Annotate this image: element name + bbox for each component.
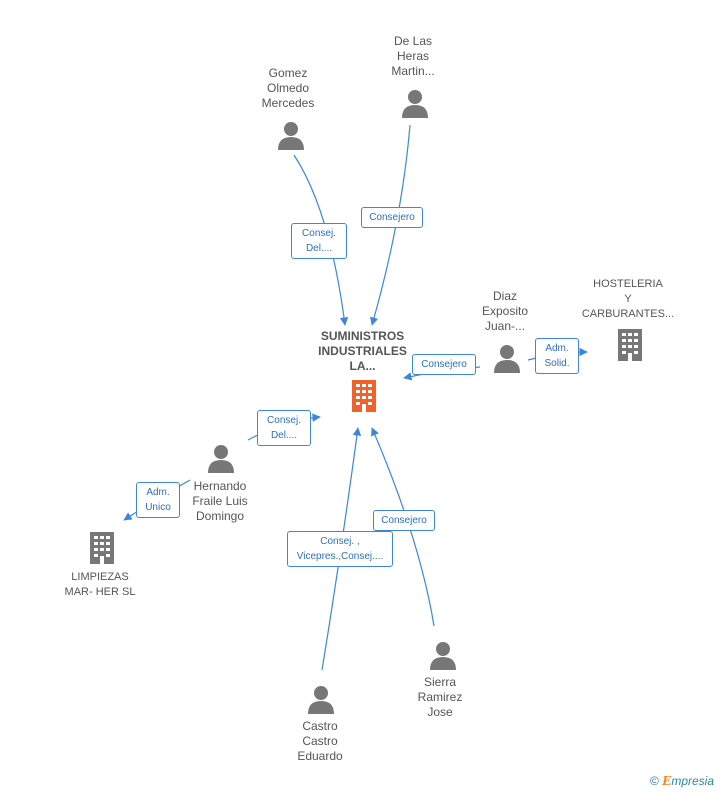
center-company-name[interactable]: SUMINISTROS INDUSTRIALES LA...: [305, 329, 420, 374]
copyright-symbol: ©: [650, 774, 659, 788]
name-line: Hernando: [193, 479, 247, 493]
person-castro-icon[interactable]: [306, 684, 336, 714]
edge-label-line: Consejero: [381, 515, 427, 526]
edge-label-delasheras[interactable]: Consejero: [361, 207, 423, 228]
person-diaz-icon[interactable]: [492, 343, 522, 373]
edge-label-line: Consej.: [302, 228, 336, 239]
name-line: Gomez: [268, 66, 308, 80]
edge-label-sierra[interactable]: Consejero: [373, 510, 435, 531]
edge-label-diaz-center[interactable]: Consejero: [412, 354, 476, 375]
name-line: Juan-...: [484, 319, 526, 333]
brand-rest: mpresia: [671, 774, 715, 788]
center-name-line: LA...: [349, 359, 376, 373]
edge-label-line: Consejero: [369, 212, 415, 223]
center-name-line: INDUSTRIALES: [318, 344, 407, 358]
name-line: Diaz: [492, 289, 517, 303]
edge-label-line: Solid.: [544, 358, 570, 369]
name-line: Mercedes: [261, 96, 315, 110]
name-line: MAR- HER SL: [64, 586, 136, 598]
company-limpiezas-name[interactable]: LIMPIEZAS MAR- HER SL: [50, 570, 150, 600]
name-line: Castro: [302, 719, 338, 733]
name-line: Jose: [427, 705, 453, 719]
edge-label-line: Consej.: [267, 415, 301, 426]
name-line: Martin...: [391, 64, 435, 78]
edge-label-line: Del....: [270, 430, 298, 441]
person-sierra-icon[interactable]: [428, 640, 458, 670]
company-limpiezas-building-icon[interactable]: [86, 530, 118, 566]
name-line: CARBURANTES...: [581, 308, 675, 320]
empresia-logo: © Empresia: [650, 774, 714, 788]
edge-sierra-center: [371, 427, 435, 627]
brand-e: E: [662, 774, 672, 788]
person-diaz-name[interactable]: Diaz Exposito Juan-...: [465, 289, 545, 334]
name-line: Eduardo: [297, 749, 343, 763]
edge-label-line: Consej. ,: [320, 536, 360, 547]
person-gomez-icon[interactable]: [276, 120, 306, 150]
center-building-icon[interactable]: [348, 378, 380, 414]
name-line: Y: [624, 293, 632, 305]
name-line: De Las: [393, 34, 433, 48]
name-line: Domingo: [195, 509, 245, 523]
name-line: Castro: [302, 734, 338, 748]
person-hernando-name[interactable]: Hernando Fraile Luis Domingo: [178, 479, 262, 524]
name-line: Fraile Luis: [192, 494, 248, 508]
person-castro-name[interactable]: Castro Castro Eduardo: [280, 719, 360, 764]
edge-label-hernando-center[interactable]: Consej. Del....: [257, 410, 311, 446]
edge-label-line: Vicepres.,Consej....: [296, 551, 384, 562]
name-line: Ramirez: [417, 690, 463, 704]
company-hosteleria-building-icon[interactable]: [614, 327, 646, 363]
person-hernando-icon[interactable]: [206, 443, 236, 473]
edge-label-castro[interactable]: Consej. , Vicepres.,Consej....: [287, 531, 393, 567]
person-delasheras-icon[interactable]: [400, 88, 430, 118]
name-line: Sierra: [423, 675, 456, 689]
name-line: HOSTELERIA: [593, 278, 663, 290]
edge-label-line: Adm.: [146, 487, 170, 498]
edge-label-line: Del....: [305, 243, 333, 254]
edge-label-gomez[interactable]: Consej. Del....: [291, 223, 347, 259]
center-name-line: SUMINISTROS: [320, 329, 405, 343]
name-line: Exposito: [481, 304, 529, 318]
company-hosteleria-name[interactable]: HOSTELERIA Y CARBURANTES...: [578, 277, 678, 322]
person-delasheras-name[interactable]: De Las Heras Martin...: [373, 34, 453, 79]
edge-label-line: Unico: [145, 502, 171, 513]
edge-label-line: Adm.: [545, 343, 569, 354]
name-line: Olmedo: [266, 81, 310, 95]
name-line: Heras: [396, 49, 429, 63]
name-line: LIMPIEZAS: [71, 571, 129, 583]
edge-label-line: Consejero: [421, 359, 467, 370]
person-gomez-name[interactable]: Gomez Olmedo Mercedes: [248, 66, 328, 111]
edge-label-diaz-hosteleria[interactable]: Adm. Solid.: [535, 338, 579, 374]
person-sierra-name[interactable]: Sierra Ramirez Jose: [400, 675, 480, 720]
edge-label-hernando-limpiezas[interactable]: Adm. Unico: [136, 482, 180, 518]
